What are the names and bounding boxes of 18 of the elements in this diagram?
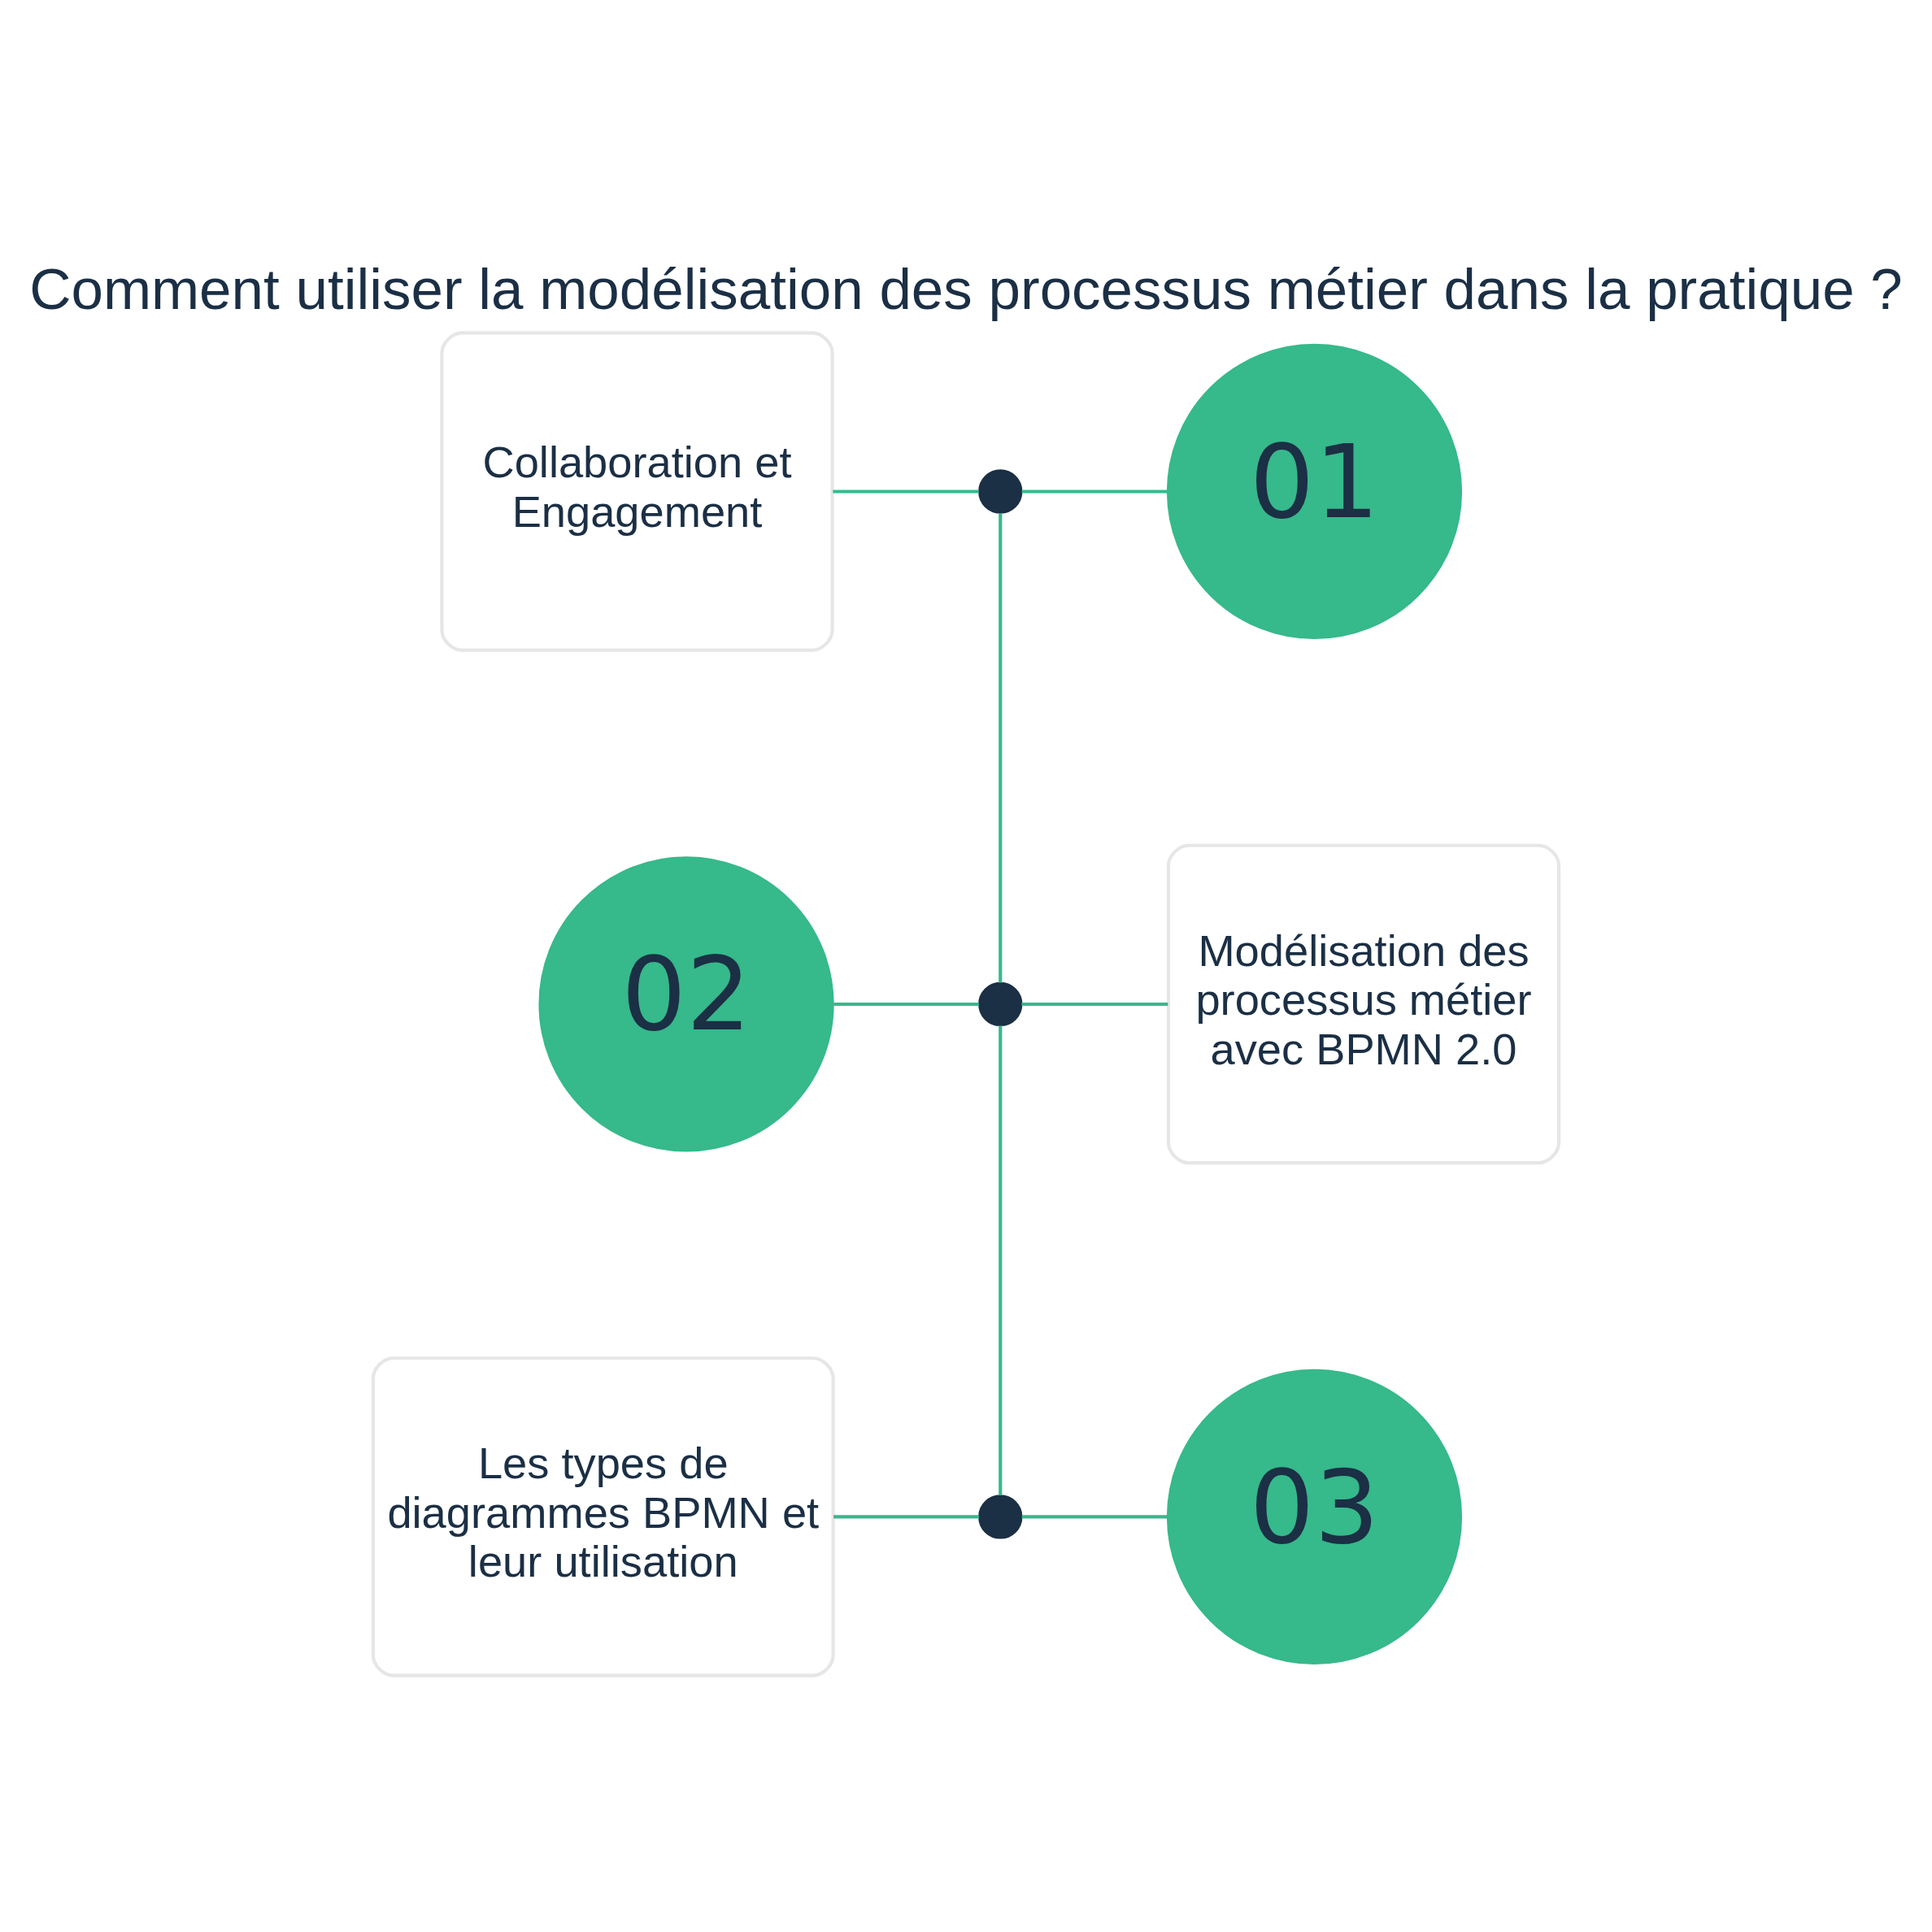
node-circle: 02 [538, 856, 834, 1152]
connector [999, 1025, 1003, 1495]
node-box: Modélisation des processus métier avec BPMN 2.0 [1166, 843, 1561, 1165]
connector [1021, 1002, 1168, 1007]
connector [833, 490, 979, 494]
node-circle [978, 981, 1023, 1027]
connector [833, 1515, 979, 1519]
connector [1021, 490, 1168, 494]
node-circle [978, 1495, 1023, 1539]
node-circle: 01 [1166, 343, 1463, 640]
node-circle: 03 [1166, 1368, 1463, 1665]
connector [1021, 1515, 1168, 1519]
node-box: Les types de diagrammes BPMN et leur utilisation [371, 1356, 835, 1677]
connector [833, 1002, 979, 1007]
connector [999, 513, 1003, 983]
node-box: Collaboration et Engagement [440, 331, 834, 652]
diagram-title: Comment utiliser la modélisation des processus métier dans la pratique ? [29, 257, 1903, 322]
node-circle [978, 469, 1023, 514]
